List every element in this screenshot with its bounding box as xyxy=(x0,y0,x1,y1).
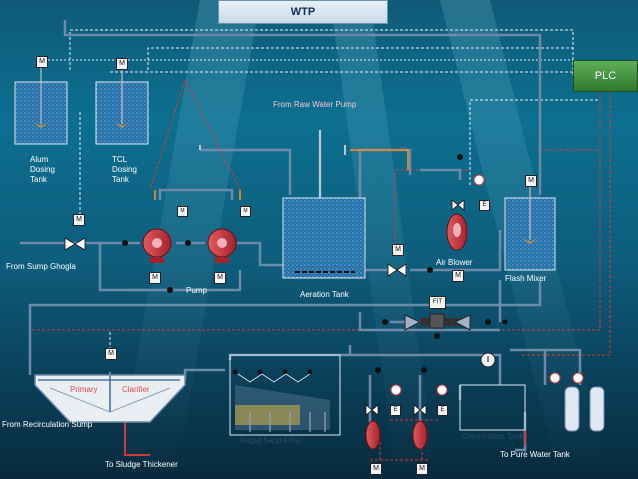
flash-mixer-label: Flash Mixer xyxy=(505,274,547,283)
primary-label: Primary xyxy=(70,385,98,394)
process-pipes xyxy=(20,20,582,452)
recirculation-label: From Recirculation Sump xyxy=(2,420,93,429)
pure-water-label: To Pure Water Tank xyxy=(500,450,570,459)
light-pipes xyxy=(199,130,346,198)
sludge-label: To Sludge Thickener xyxy=(105,460,178,469)
motor-indicator: M xyxy=(392,244,404,256)
alum-tank-label: Alum Dosing Tank xyxy=(30,155,55,184)
motor-indicator: M xyxy=(214,272,226,284)
outlet-pipes xyxy=(124,420,526,456)
tcl-dosing-tank xyxy=(95,68,149,145)
motor-indicator: M xyxy=(116,58,128,70)
blower-4 xyxy=(412,420,428,450)
electrical-box: M xyxy=(177,206,188,217)
motor-indicator: M xyxy=(370,463,382,475)
clarifier xyxy=(34,372,186,423)
motor-indicator: M xyxy=(416,463,428,475)
aeration-tank xyxy=(282,197,366,279)
electrical-box: E xyxy=(479,200,490,211)
pump-label: Pump xyxy=(186,286,207,295)
tcl-tank-label: TCL Dosing Tank xyxy=(112,155,137,184)
sump-label: From Sump Ghogla xyxy=(6,262,76,271)
air-blower-label: Air Blower xyxy=(436,258,473,267)
motor-indicator: M xyxy=(525,175,537,187)
alum-dosing-tank xyxy=(14,68,68,145)
electrical-box: M xyxy=(240,206,251,217)
chlorine-cylinders xyxy=(549,372,605,432)
valves xyxy=(64,199,465,416)
pump-1 xyxy=(142,228,172,263)
raw-water-label: From Raw Water Pump xyxy=(273,100,357,109)
motor-indicator: M xyxy=(36,56,48,68)
sand-filter-label: Rapid Sand Filter xyxy=(240,436,302,445)
chem-lines xyxy=(154,149,409,200)
diagram-title: WTP xyxy=(218,0,388,24)
plc-controller: PLC xyxy=(573,60,638,92)
chlorination-tank-label: Chlorination Tank xyxy=(462,432,524,441)
air-blower xyxy=(446,213,468,251)
flow-indicators xyxy=(122,154,508,375)
chlorination-tank xyxy=(459,352,526,431)
pump-2 xyxy=(207,228,237,263)
motor-indicator: M xyxy=(73,214,85,226)
flow-meter xyxy=(404,313,471,331)
blower-3 xyxy=(365,420,381,450)
electrical-box: E xyxy=(390,405,401,416)
motor-indicator: M xyxy=(149,272,161,284)
motor-indicator: M xyxy=(105,348,117,360)
aeration-tank-label: Aeration Tank xyxy=(300,290,349,299)
flash-mixer xyxy=(504,185,556,271)
motor-indicator: M xyxy=(452,270,464,282)
clarifier-label: Clarifier xyxy=(122,385,150,394)
rapid-sand-filter xyxy=(229,354,341,436)
electrical-box: E xyxy=(437,405,448,416)
flow-indicator-transmitter: FIT xyxy=(429,296,446,309)
